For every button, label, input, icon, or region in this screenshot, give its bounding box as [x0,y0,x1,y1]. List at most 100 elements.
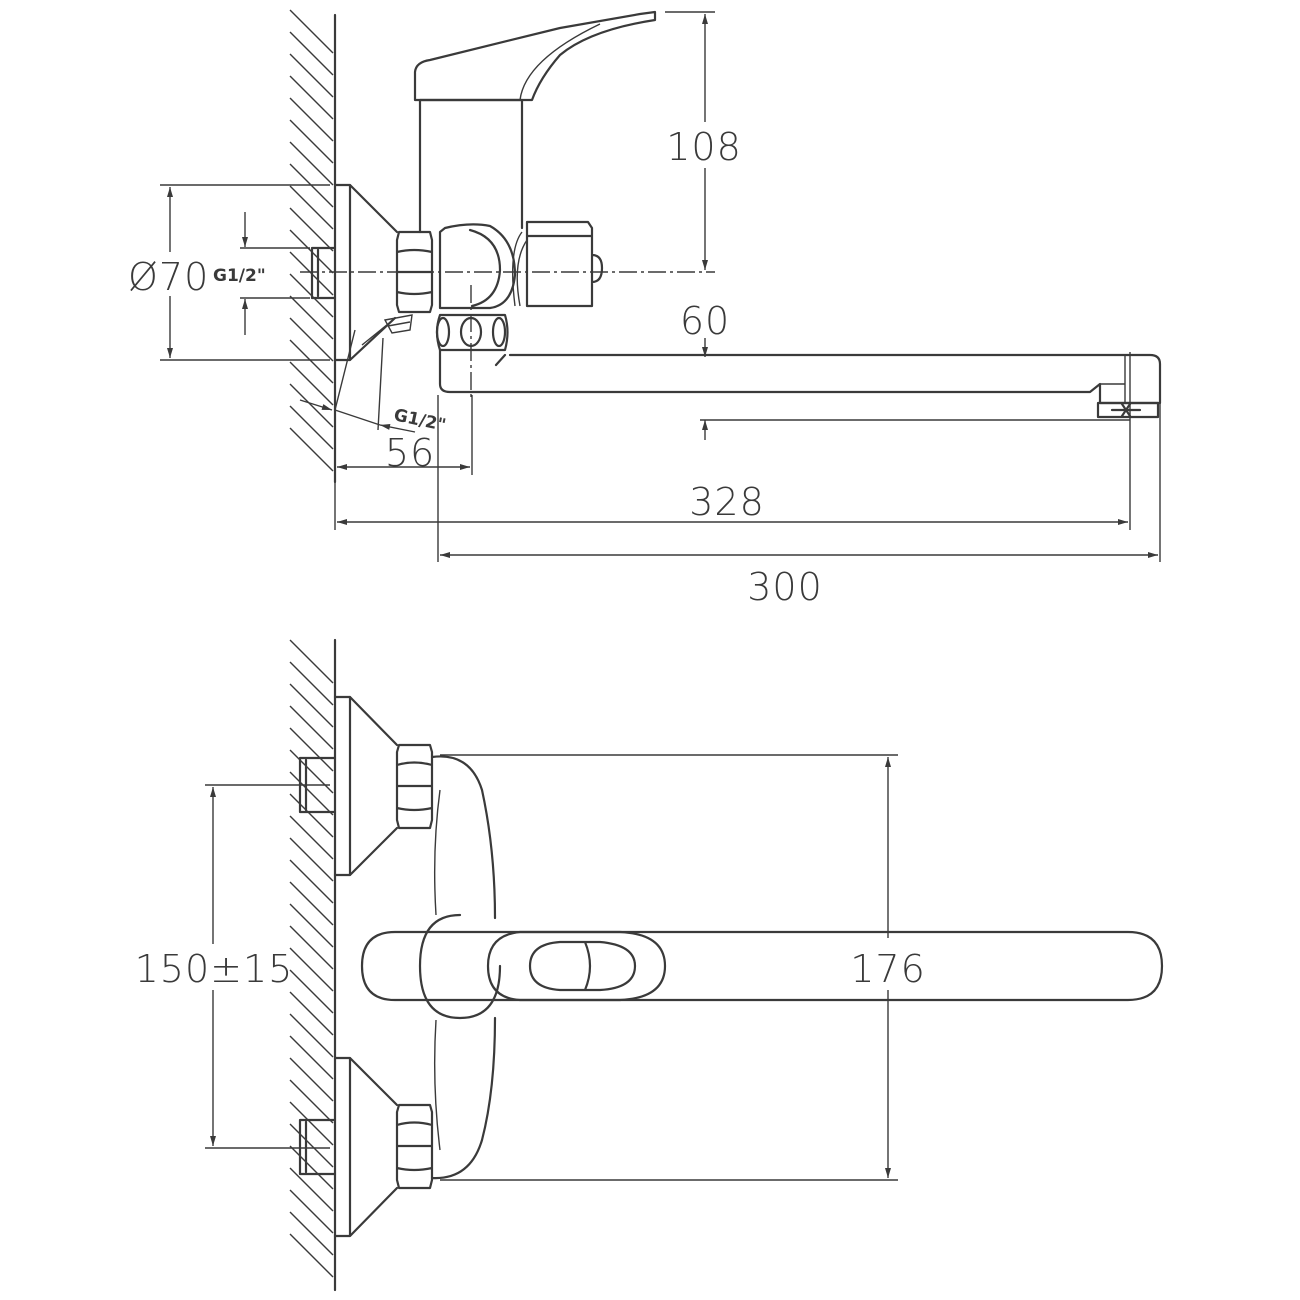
hatch-line [289,727,334,772]
hatch-line [289,317,334,362]
handle-recess [528,940,637,992]
hex-nut-upper [395,743,434,830]
spout-tip-line [1100,355,1126,403]
hatch-line [289,771,334,816]
handle-grip [486,930,667,1002]
mixer-body-outline [430,755,497,1180]
hatch-line [289,427,334,472]
hatch-line [289,991,334,1036]
label-bg [662,122,746,168]
dimension-300: 300 [747,565,823,609]
lever-handle [413,10,657,102]
hatch-line [289,1013,334,1058]
dimension-arrow-outlet [299,399,333,411]
side-view: 108 60 Ø70 G1/2" G1/2" 56 328 300 [128,9,1162,609]
hatch-line [289,859,334,904]
wall-hatch-top [289,9,334,472]
hatch-line [289,925,334,970]
hatch-line [289,295,334,340]
extension-line [160,184,330,361]
dimension-108: 108 [666,125,742,169]
hatch-line [289,97,334,142]
outlet-line [361,323,389,346]
hatch-line [289,141,334,186]
label-bg [845,938,931,990]
label-bg [128,252,214,296]
dimension-328: 328 [689,480,765,524]
hatch-line [289,1233,334,1278]
hatch-line [289,837,334,882]
hatch-line [289,119,334,164]
wall-flange-lower [333,1056,399,1238]
extension-line [437,370,1161,562]
wall-flange [333,183,399,362]
extension-line [334,352,1131,530]
ring-hole [435,316,451,348]
hatch-line [289,1145,334,1190]
hatch-line [289,1079,334,1124]
inlet-stub-lower [298,1118,337,1176]
dimension-176: 176 [850,947,926,991]
dimension-56: 56 [385,431,435,475]
label-bg [212,262,282,284]
hatch-line [289,1101,334,1146]
hatch-line [289,705,334,750]
hatch-line [289,185,334,230]
hatch-line [289,683,334,728]
hatch-line [289,339,334,384]
hatch-line [289,1123,334,1168]
extension-line [240,247,310,299]
label-bg [150,944,278,990]
hatch-line [289,207,334,252]
hatch-line [289,749,334,794]
diverter-neck [511,231,528,307]
hatch-line [289,881,334,926]
handle-contour [519,23,601,101]
mixer-body [418,98,524,234]
thread-hatch [383,314,413,334]
extension-line [334,329,384,431]
hex-nut-lower [395,1103,434,1190]
long-spout [438,348,1162,405]
extension-line [205,784,330,1149]
thread-label-inlet: G1/2" [213,266,266,286]
hatch-line [289,1211,334,1256]
wall-hatch-bottom [289,639,334,1278]
hatch-line [289,661,334,706]
extension-line [440,754,898,1181]
hatch-line [289,405,334,450]
dimension-60: 60 [680,299,730,343]
hatch-line [289,969,334,1014]
ring-hole [491,316,507,348]
hatch-line [289,361,334,406]
hex-nut [395,230,434,314]
hatch-line [289,383,334,428]
lever-handle [360,930,1164,1002]
hatch-line [289,9,334,54]
hatch-line [289,53,334,98]
dimension-line-outlet [334,409,381,426]
dimension-arrow-outlet [379,424,416,433]
aerator [1096,401,1160,419]
wall-flange-upper [333,695,399,877]
hatch-line [289,639,334,684]
dimension-diameter-70: Ø70 [128,255,209,299]
hatch-line [289,947,334,992]
dimension-150-15: 150±15 [135,947,294,991]
hatch-line [289,793,334,838]
hatch-line [289,815,334,860]
hatch-line [289,75,334,120]
swivel-joint [438,223,517,310]
label-bg [674,298,736,338]
cartridge-cap [418,913,502,1020]
inlet-stub [310,246,337,300]
hatch-line [289,1189,334,1234]
top-view: 176 150±15 [135,638,1164,1292]
hatch-line [289,903,334,948]
hatch-line [289,1167,334,1212]
body-contour [433,789,441,1151]
hatch-line [289,1057,334,1102]
hatch-line [289,31,334,76]
